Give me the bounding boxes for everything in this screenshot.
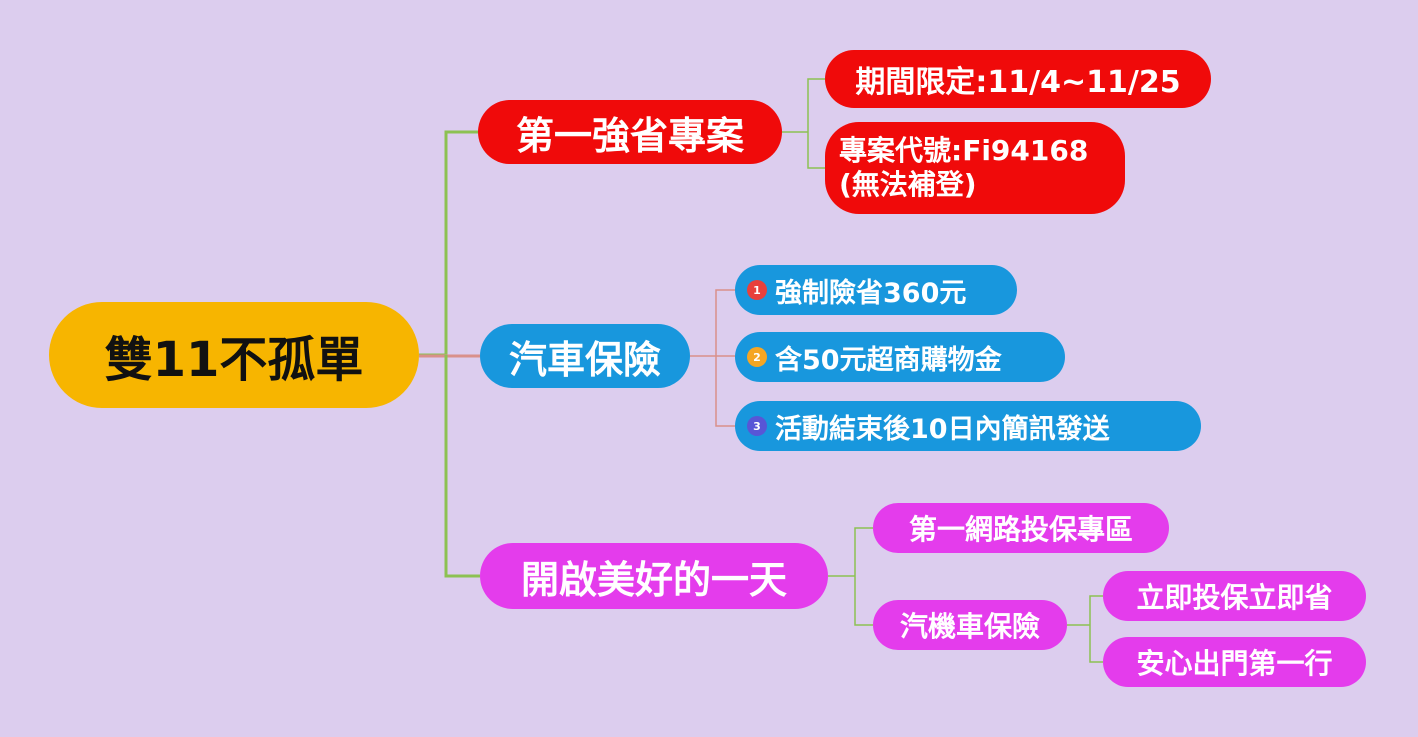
leaf-safe-trip[interactable]: 安心出門第一行 [1103, 637, 1366, 687]
link-root-branch3 [444, 355, 480, 578]
leaf-label: 強制險省360元 [775, 277, 967, 309]
root-node[interactable]: 雙11不孤單 [49, 302, 419, 408]
branch-node-car-insurance[interactable]: 汽車保險 [480, 324, 690, 388]
leaf-instant-saving[interactable]: 立即投保立即省 [1103, 571, 1366, 621]
badge-3-icon: 3 [747, 416, 767, 436]
link-root-branch1 [419, 130, 478, 357]
link-motor-children [1067, 595, 1103, 663]
badge-2-icon: 2 [747, 347, 767, 367]
badge-1-icon: 1 [747, 280, 767, 300]
plan-code-line2: (無法補登) [839, 168, 977, 201]
link-branch3-children [828, 527, 873, 626]
leaf-vehicle-insurance[interactable]: 汽機車保險 [873, 600, 1067, 650]
plan-code-line1: 專案代號:Fi94168 [839, 134, 1089, 167]
leaf-period-limited[interactable]: 期間限定:11/4~11/25 [825, 50, 1211, 108]
link-branch2-children [690, 289, 735, 427]
branch-node-saving-plan[interactable]: 第一強省專案 [478, 100, 782, 164]
leaf-shopping-credit[interactable]: 2 含50元超商購物金 [735, 332, 1065, 382]
leaf-label: 活動結束後10日內簡訊發送 [775, 413, 1110, 445]
leaf-compulsory-saving[interactable]: 1 強制險省360元 [735, 265, 1017, 315]
leaf-label: 含50元超商購物金 [775, 344, 1002, 376]
link-branch1-children [782, 78, 825, 169]
leaf-online-zone[interactable]: 第一網路投保專區 [873, 503, 1169, 553]
branch-node-good-day[interactable]: 開啟美好的一天 [480, 543, 828, 609]
leaf-plan-code[interactable]: 專案代號:Fi94168 (無法補登) [825, 122, 1125, 214]
leaf-sms-notice[interactable]: 3 活動結束後10日內簡訊發送 [735, 401, 1201, 451]
